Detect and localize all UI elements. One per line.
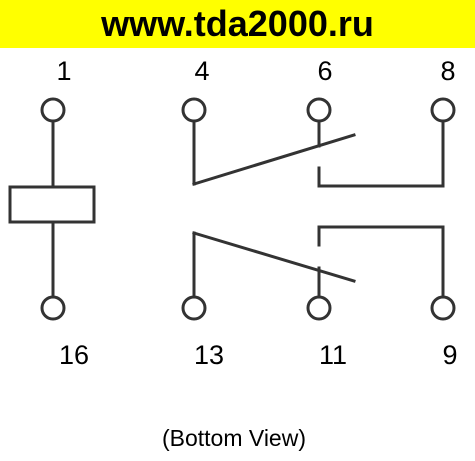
view-caption: (Bottom View) bbox=[162, 425, 306, 451]
pin-1-terminal bbox=[40, 97, 66, 123]
pin-label-9: 9 bbox=[442, 340, 457, 370]
pin-label-4: 4 bbox=[194, 56, 209, 86]
pin-16-terminal bbox=[40, 295, 66, 321]
site-banner: www.tda2000.ru bbox=[0, 0, 475, 48]
pin-label-16: 16 bbox=[59, 340, 89, 370]
pin-label-8: 8 bbox=[440, 56, 455, 86]
pin-13-terminal bbox=[181, 295, 207, 321]
pin-label-6: 6 bbox=[317, 56, 332, 86]
pin-label-1: 1 bbox=[56, 56, 71, 86]
pin-8-terminal bbox=[430, 97, 456, 123]
pin-4-terminal bbox=[181, 97, 207, 123]
pin-label-13: 13 bbox=[194, 340, 224, 370]
pin-11-terminal bbox=[306, 295, 332, 321]
pin-label-11: 11 bbox=[319, 340, 347, 370]
upper-switch-arm bbox=[192, 133, 356, 186]
relay-coil bbox=[8, 185, 96, 224]
site-banner-text: www.tda2000.ru bbox=[101, 3, 374, 44]
pin-6-terminal bbox=[306, 97, 332, 123]
pin-9-terminal bbox=[430, 295, 456, 321]
lower-switch-arm bbox=[192, 231, 356, 283]
